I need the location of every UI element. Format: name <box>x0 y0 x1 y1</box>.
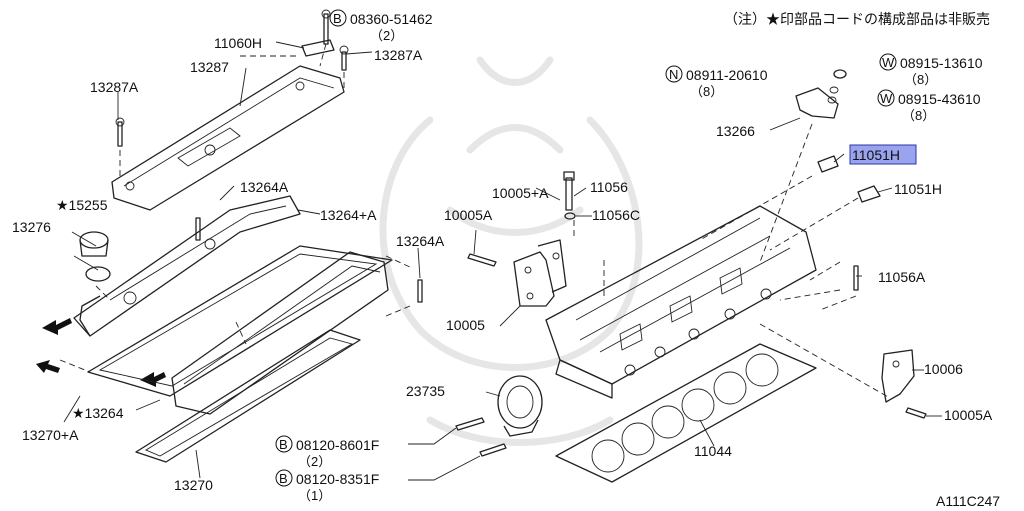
label-11056: 11056 <box>590 179 628 195</box>
sec118-arrows <box>36 318 166 387</box>
part-13266-drawing <box>795 69 847 119</box>
label-11056A: 11056A <box>878 269 926 285</box>
cylinder-head-drawing <box>545 205 817 399</box>
circle-b-2-letter: B <box>279 437 288 452</box>
label-08915-43610-qty: （8） <box>902 108 935 123</box>
label-08120-8601F-qty: （2） <box>298 454 331 469</box>
cover-dash-lines <box>119 43 345 180</box>
cover-13287-drawing <box>111 65 345 211</box>
label-08360-51462: 08360-51462 <box>350 11 433 27</box>
label-15255: ★15255 <box>56 197 108 213</box>
bolt-13264A-drawing <box>417 279 423 303</box>
label-08911-20610-qty: （8） <box>690 84 723 99</box>
label-13270plusA: 13270+A <box>22 427 79 443</box>
diagram-id: A111C247 <box>936 493 1000 509</box>
highlight-11051H[interactable] <box>849 144 917 165</box>
label-10006: 10006 <box>924 361 963 377</box>
label-08120-8601F: 08120-8601F <box>296 437 379 453</box>
label-10005A-right: 10005A <box>944 407 993 423</box>
label-11060H: 11060H <box>214 35 262 51</box>
label-08915-13610-qty: （8） <box>904 72 937 87</box>
label-13276: 13276 <box>12 219 51 235</box>
label-08911-20610: 08911-20610 <box>686 67 768 83</box>
bolt-13287A-drawing <box>115 45 349 147</box>
leader-lines <box>63 41 942 481</box>
bracket-10005-drawing <box>513 239 567 307</box>
gasket-13270A-drawing <box>87 245 393 397</box>
label-08120-8351F: 08120-8351F <box>296 471 379 487</box>
label-11051H-highlighted[interactable]: 11051H <box>852 147 900 163</box>
right-dash-lines <box>573 123 891 399</box>
bolt-10005A-drawing <box>467 253 497 267</box>
circle-w-1-letter: W <box>882 55 895 70</box>
label-13287A-top: 13287A <box>374 47 423 63</box>
label-13264plusA: 13264+A <box>320 207 377 223</box>
label-13287: 13287 <box>190 59 229 75</box>
note-text: （注）★印部品コードの構成部品は非販売 <box>724 11 990 27</box>
label-10005A-left: 10005A <box>444 207 493 223</box>
circle-w-2-letter: W <box>880 91 893 106</box>
bolt-10005A-right-drawing <box>905 407 927 419</box>
circle-b-3 <box>275 469 293 487</box>
left-dash-lines <box>59 220 413 373</box>
label-11056C: 11056C <box>592 207 640 223</box>
label-11044: 11044 <box>694 443 732 459</box>
bolt-13264A-top-drawing <box>195 217 201 241</box>
head-gasket-11044-drawing <box>555 343 817 483</box>
rocker-cover-13264-drawing <box>171 251 389 415</box>
circle-w-1 <box>879 53 897 71</box>
label-08120-8351F-qty: （1） <box>298 488 331 503</box>
circle-n-letter: N <box>669 67 678 82</box>
label-11051H: 11051H <box>894 181 942 197</box>
sensor-23735-drawing <box>497 375 543 437</box>
bolt-b3-drawing <box>479 443 507 457</box>
label-13287A-left: 13287A <box>90 79 139 95</box>
plug-11051H-drawing <box>857 185 881 203</box>
gasket-13270-drawing <box>135 329 361 463</box>
bracket-10006-drawing <box>881 349 915 403</box>
circle-b-2 <box>275 435 293 453</box>
bracket-11060H-drawing <box>301 9 335 57</box>
label-08360-51462-qty: （2） <box>370 28 403 43</box>
circle-b-3-letter: B <box>279 471 288 486</box>
label-13264A-mid: 13264A <box>396 233 445 249</box>
cover-13264-drawing <box>73 195 301 337</box>
circle-w-2 <box>877 89 895 107</box>
plug-11051H-highlight-drawing <box>817 155 839 173</box>
watermark-emblem <box>379 56 643 446</box>
circle-b-1 <box>329 9 347 27</box>
label-10005: 10005 <box>446 317 485 333</box>
label-10005plusA: 10005+A <box>492 185 549 201</box>
label-08915-13610: 08915-13610 <box>900 55 983 71</box>
label-13266: 13266 <box>716 123 755 139</box>
label-13264-star: ★13264 <box>72 405 124 421</box>
bolt-11056A-drawing <box>853 265 859 291</box>
bolt-11056-drawing <box>563 171 576 220</box>
circle-n <box>665 65 683 83</box>
circle-b-1-letter: B <box>333 11 342 26</box>
label-08915-43610: 08915-43610 <box>898 91 981 107</box>
oil-cap-15255-drawing <box>79 231 111 282</box>
label-23735: 23735 <box>406 383 445 399</box>
bolt-b2-drawing <box>455 417 485 431</box>
label-13264A-top: 13264A <box>240 179 289 195</box>
label-13270: 13270 <box>174 477 213 493</box>
